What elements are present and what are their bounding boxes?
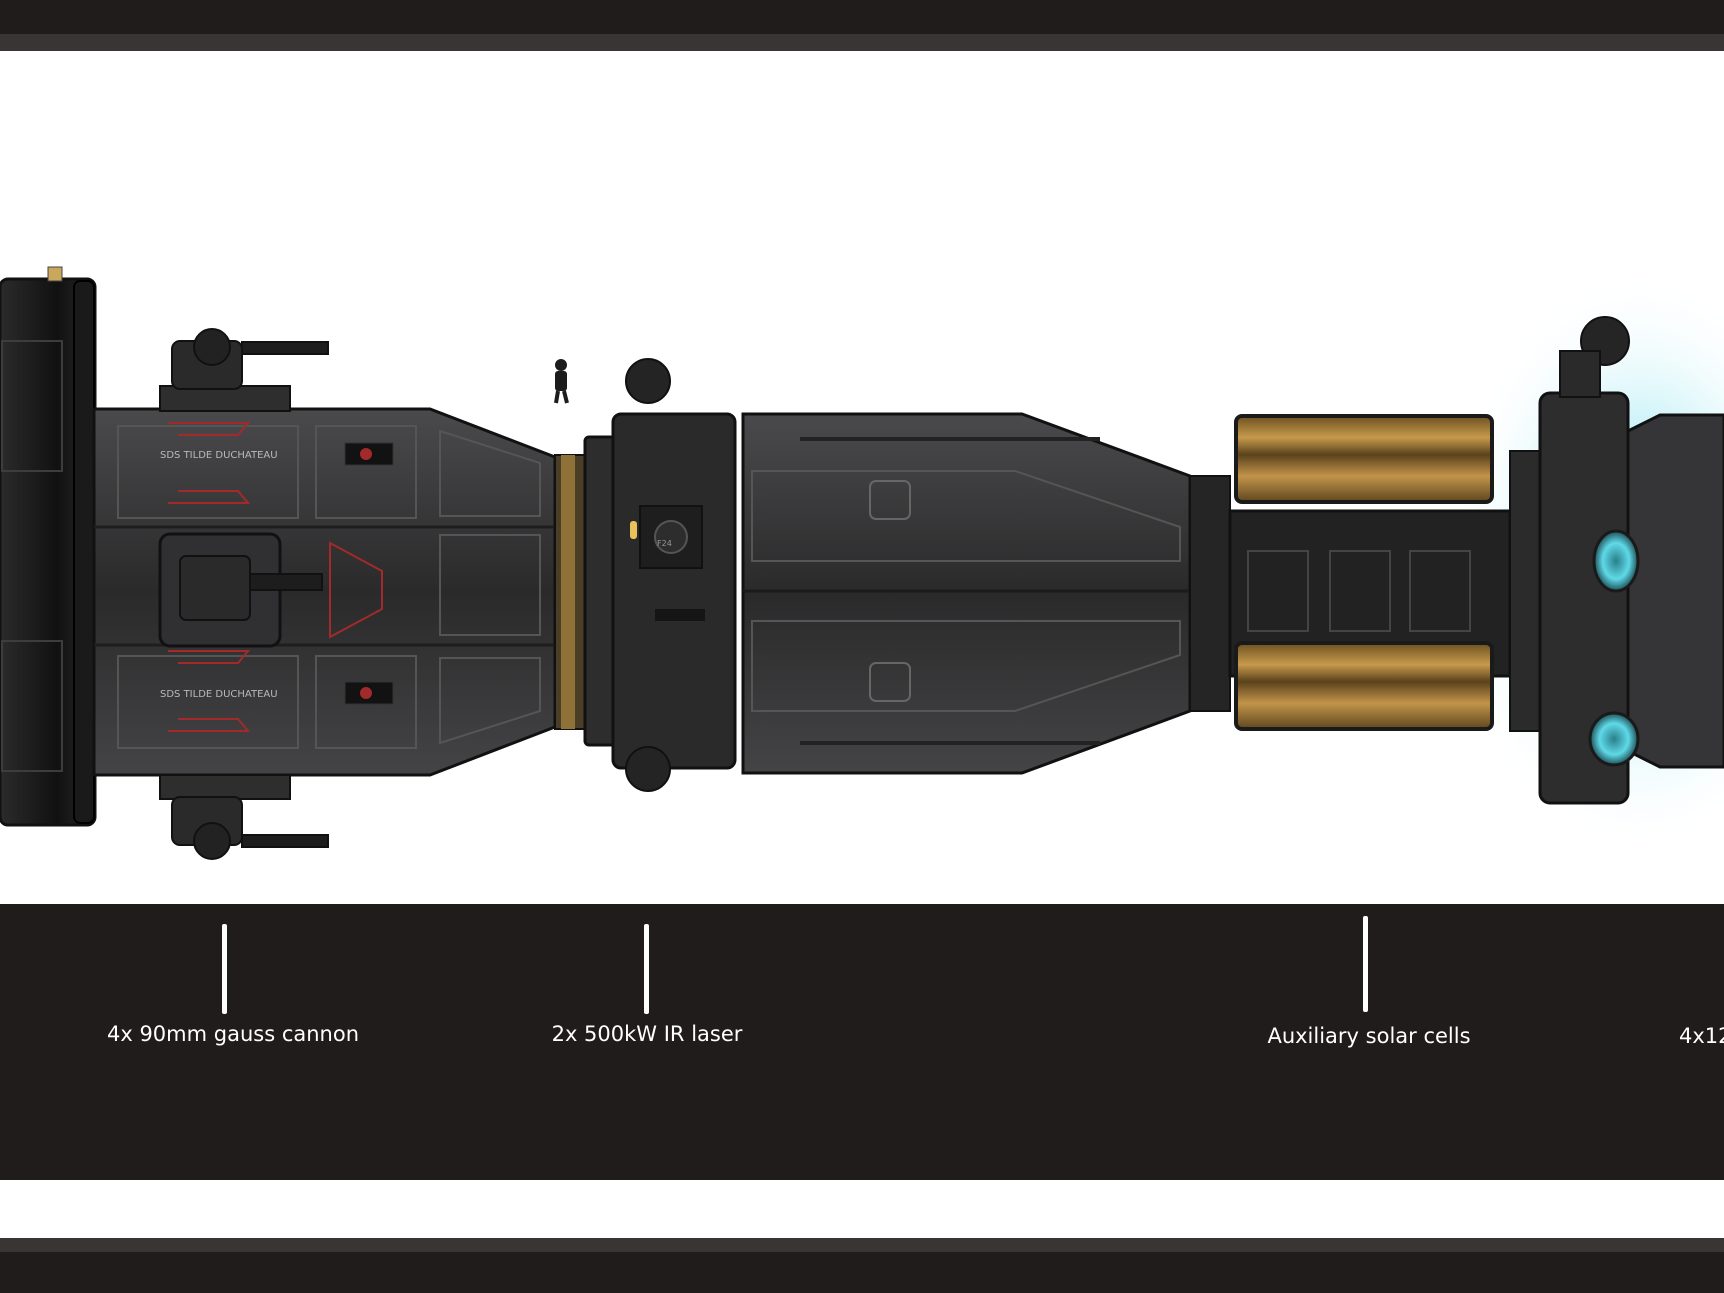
bottom-frame-band — [0, 1252, 1724, 1293]
main-hull-midsection — [741, 412, 1192, 775]
label-panel — [0, 904, 1724, 1180]
section-marking: F24 — [657, 539, 672, 548]
ship-diagram: SDS TILDE DUCHATEAU SDS TILDE DUCHATEAU — [0, 266, 1724, 860]
top-frame-band — [0, 0, 1724, 34]
forward-hull: SDS TILDE DUCHATEAU SDS TILDE DUCHATEAU — [92, 407, 557, 777]
callout-label-gauss-cannon: 4x 90mm gauss cannon — [106, 1022, 360, 1046]
aft-engine-section — [1509, 316, 1724, 805]
top-frame-rule — [0, 34, 1724, 51]
callout-line-gauss — [222, 924, 227, 1014]
callout-label-cut-off: 4x12 — [1679, 1024, 1724, 1048]
thruster-nozzle-upper — [1592, 529, 1640, 593]
solar-panel-upper — [1234, 414, 1494, 504]
gauss-turret-center — [158, 532, 323, 648]
thruster-nozzle-lower — [1588, 711, 1640, 767]
astronaut-scale-figure — [554, 359, 569, 404]
laser-section: F24 — [583, 358, 737, 792]
callout-line-laser — [644, 924, 649, 1014]
hull-marking-lower: SDS TILDE DUCHATEAU — [160, 689, 278, 700]
callout-line-solar — [1363, 916, 1368, 1012]
bottom-frame-rule — [0, 1238, 1724, 1252]
callout-label-solar-cells: Auxiliary solar cells — [1267, 1024, 1471, 1048]
callout-label-ir-laser: 2x 500kW IR laser — [551, 1022, 743, 1046]
gauss-turret-top — [159, 328, 329, 412]
gauss-turret-bottom — [159, 774, 329, 860]
solar-section — [1189, 414, 1512, 731]
hull-marking-upper: SDS TILDE DUCHATEAU — [160, 450, 278, 461]
solar-panel-lower — [1234, 641, 1494, 731]
forward-drum — [0, 266, 97, 827]
